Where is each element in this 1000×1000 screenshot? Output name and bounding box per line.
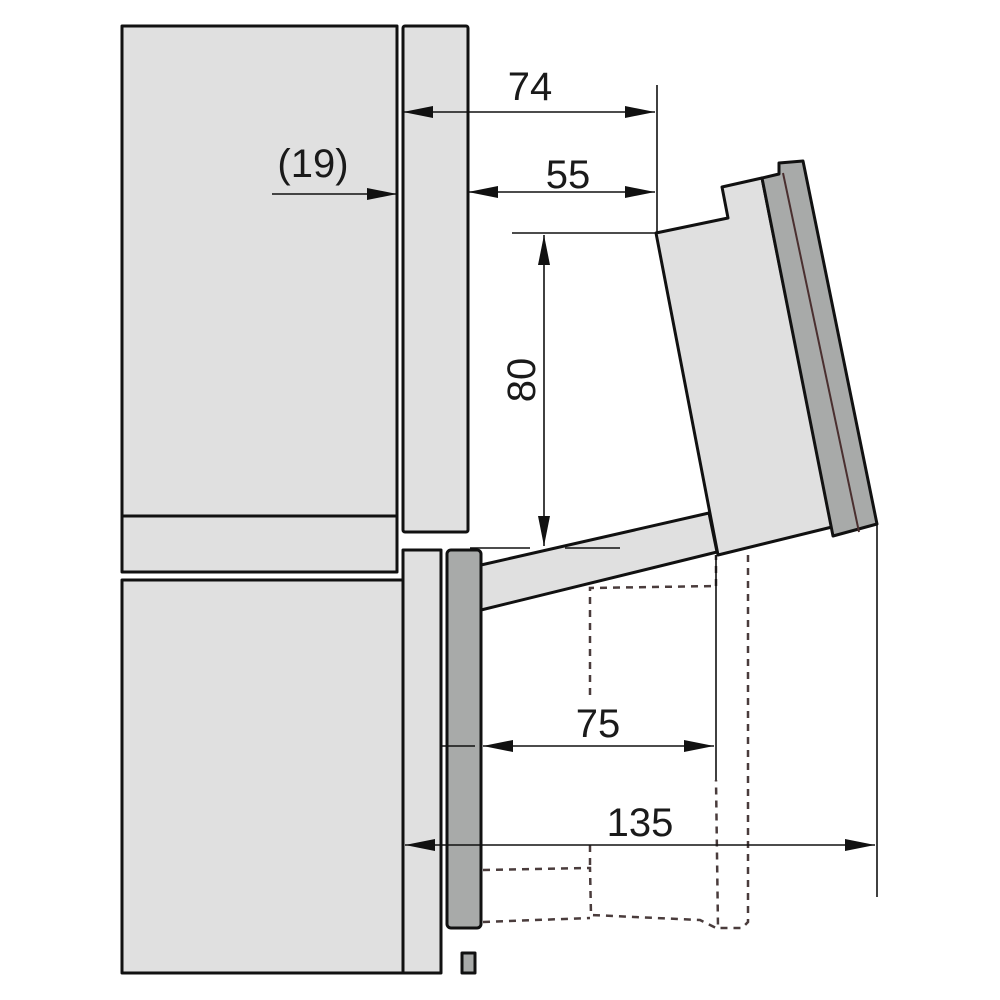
dimension-label-80: 80 — [500, 358, 544, 403]
dimension-label-19: (19) — [277, 142, 348, 186]
upper-cabinet-base — [120, 514, 399, 574]
upper-cabinet-side — [120, 24, 399, 518]
dimension-label-74: 74 — [508, 65, 553, 109]
lower-flap-door-closed — [445, 548, 483, 930]
dimension-label-135: 135 — [607, 801, 674, 845]
dimension-label-75: 75 — [576, 702, 621, 746]
plinth-block — [460, 951, 477, 975]
upper-cabinet-door — [401, 24, 470, 534]
lower-cabinet-side — [120, 578, 405, 975]
dimension-label-55: 55 — [546, 153, 591, 197]
lower-cabinet-front-edge — [401, 548, 443, 975]
flap-seam-line — [782, 172, 860, 533]
lift-arm — [479, 511, 719, 612]
